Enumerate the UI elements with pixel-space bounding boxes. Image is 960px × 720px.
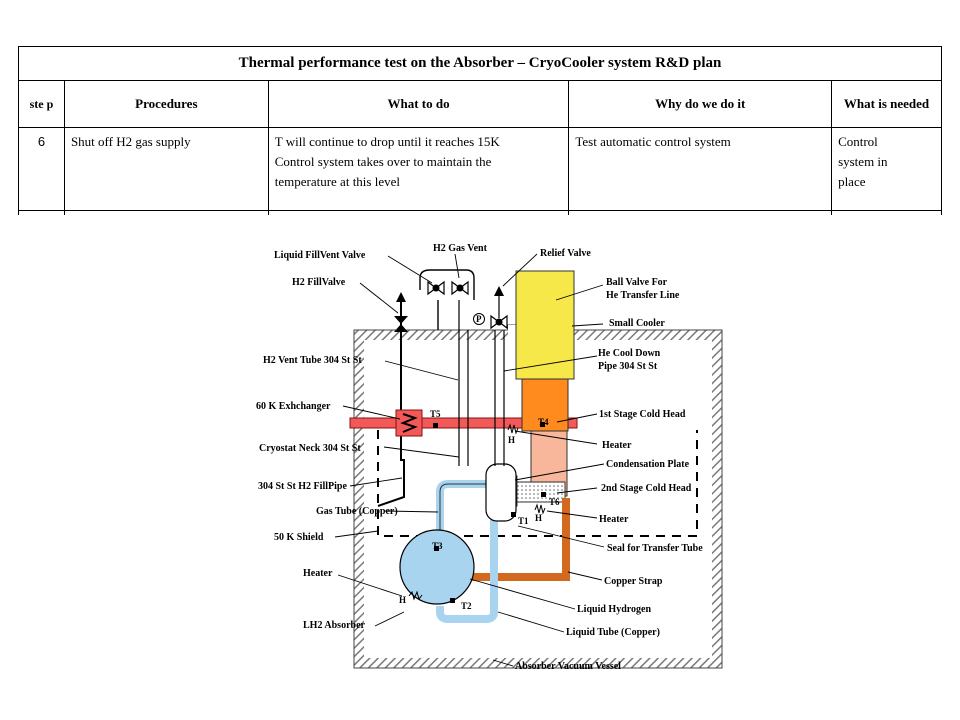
header-step: ste p: [18, 80, 65, 128]
label-h2-gas-vent: H2 Gas Vent: [433, 243, 488, 254]
label-condensation-plate: Condensation Plate: [606, 459, 690, 470]
cell-needed: Control system in place: [831, 127, 942, 211]
header-what-to-do: What to do: [267, 80, 570, 128]
exchanger-bar-60k: [349, 417, 578, 429]
label-heater-2: Heater: [599, 514, 629, 525]
needed-line-1: Control: [838, 134, 878, 149]
cell-procedure: Shut off H2 gas supply: [63, 127, 269, 211]
label-h2-vent-tube: H2 Vent Tube 304 St St: [263, 355, 362, 366]
h2-fill-valve: [394, 292, 408, 332]
what-line-3: temperature at this level: [274, 174, 400, 189]
label-first-stage-cold-head: 1st Stage Cold Head: [599, 409, 686, 420]
what-line-2: Control system takes over to maintain th…: [274, 154, 492, 169]
label-ball-valve-line2: He Transfer Line: [606, 290, 680, 301]
label-second-stage-cold-head: 2nd Stage Cold Head: [601, 483, 692, 494]
label-absorber-vacuum-vessel: Absorber Vacuum Vessel: [515, 661, 621, 672]
pressure-gauge-label: P: [476, 314, 482, 324]
label-gas-tube: Gas Tube (Copper): [316, 506, 398, 517]
table-title: Thermal performance test on the Absorber…: [18, 46, 942, 81]
leader-lines: [334, 253, 605, 667]
heater-3-symbol: [408, 590, 423, 601]
tag-h-2: H: [535, 513, 542, 523]
label-liquid-tube: Liquid Tube (Copper): [566, 627, 660, 638]
label-60k-exchanger: 60 K Exhchanger: [256, 401, 331, 412]
label-h2-fill-valve: H2 FillValve: [292, 277, 346, 288]
tag-t2: T2: [461, 601, 472, 611]
small-cooler: [515, 270, 575, 380]
needed-line-3: place: [838, 174, 866, 189]
tag-t4: T4: [538, 417, 549, 427]
label-lh2-absorber: LH2 Absorber: [303, 620, 366, 631]
relief-valve-arrow: [494, 286, 504, 296]
label-he-cool-down-line1: He Cool Down: [598, 348, 661, 359]
header-what-needed: What is needed: [831, 80, 942, 128]
cell-step: 6: [18, 127, 65, 211]
label-relief-valve: Relief Valve: [540, 248, 591, 259]
label-heater-1: Heater: [602, 440, 632, 451]
label-h2-fill-pipe: 304 St St H2 FillPipe: [258, 481, 347, 492]
label-cryostat-neck: Cryostat Neck 304 St St: [259, 443, 361, 454]
label-copper-strap: Copper Strap: [604, 576, 663, 587]
temperature-sensor-dots: [433, 422, 546, 603]
table-row-cut: [18, 210, 942, 215]
heater-1-symbol: [507, 423, 519, 435]
label-he-cool-down-line2: Pipe 304 St St: [598, 361, 658, 372]
tag-h-3: H: [399, 595, 406, 605]
label-small-cooler: Small Cooler: [609, 318, 665, 329]
table-row: 6 Shut off H2 gas supply T will continue…: [18, 127, 942, 211]
phase-separator: [485, 463, 517, 522]
label-heater-3: Heater: [303, 568, 333, 579]
tag-t6: T6: [549, 497, 560, 507]
label-50k-shield: 50 K Shield: [274, 532, 324, 543]
cell-why: Test automatic control system: [568, 127, 833, 211]
tag-t1: T1: [518, 516, 529, 526]
label-ball-valve-line1: Ball Valve For: [606, 277, 668, 288]
h2-gas-vent-valve: [451, 280, 469, 296]
copper-strap: [470, 498, 570, 581]
tag-h-1: H: [508, 435, 515, 445]
liquid-fill-vent-valve: [427, 280, 445, 296]
cell-what-to-do: T will continue to drop until it reaches…: [267, 127, 570, 211]
what-line-1: T will continue to drop until it reaches…: [274, 134, 500, 149]
lh2-absorber: [399, 529, 475, 605]
pressure-gauge: P: [473, 313, 485, 325]
label-liquid-fill-vent-valve: Liquid FillVent Valve: [274, 250, 366, 261]
h2-fill-line: [377, 295, 405, 507]
heater-2-symbol: [534, 503, 546, 515]
ball-valve-he-transfer: [490, 314, 508, 330]
shield-50k: [377, 430, 698, 537]
label-liquid-hydrogen: Liquid Hydrogen: [577, 604, 651, 615]
tag-t3: T3: [432, 541, 443, 551]
liquid-tube-copper: [436, 520, 498, 623]
exchanger-coil-60k: [395, 409, 423, 437]
label-seal-transfer-tube: Seal for Transfer Tube: [607, 543, 703, 554]
needed-line-2: system in: [838, 154, 888, 169]
rd-plan-table: Thermal performance test on the Absorber…: [18, 46, 942, 215]
tag-t5: T5: [430, 409, 441, 419]
